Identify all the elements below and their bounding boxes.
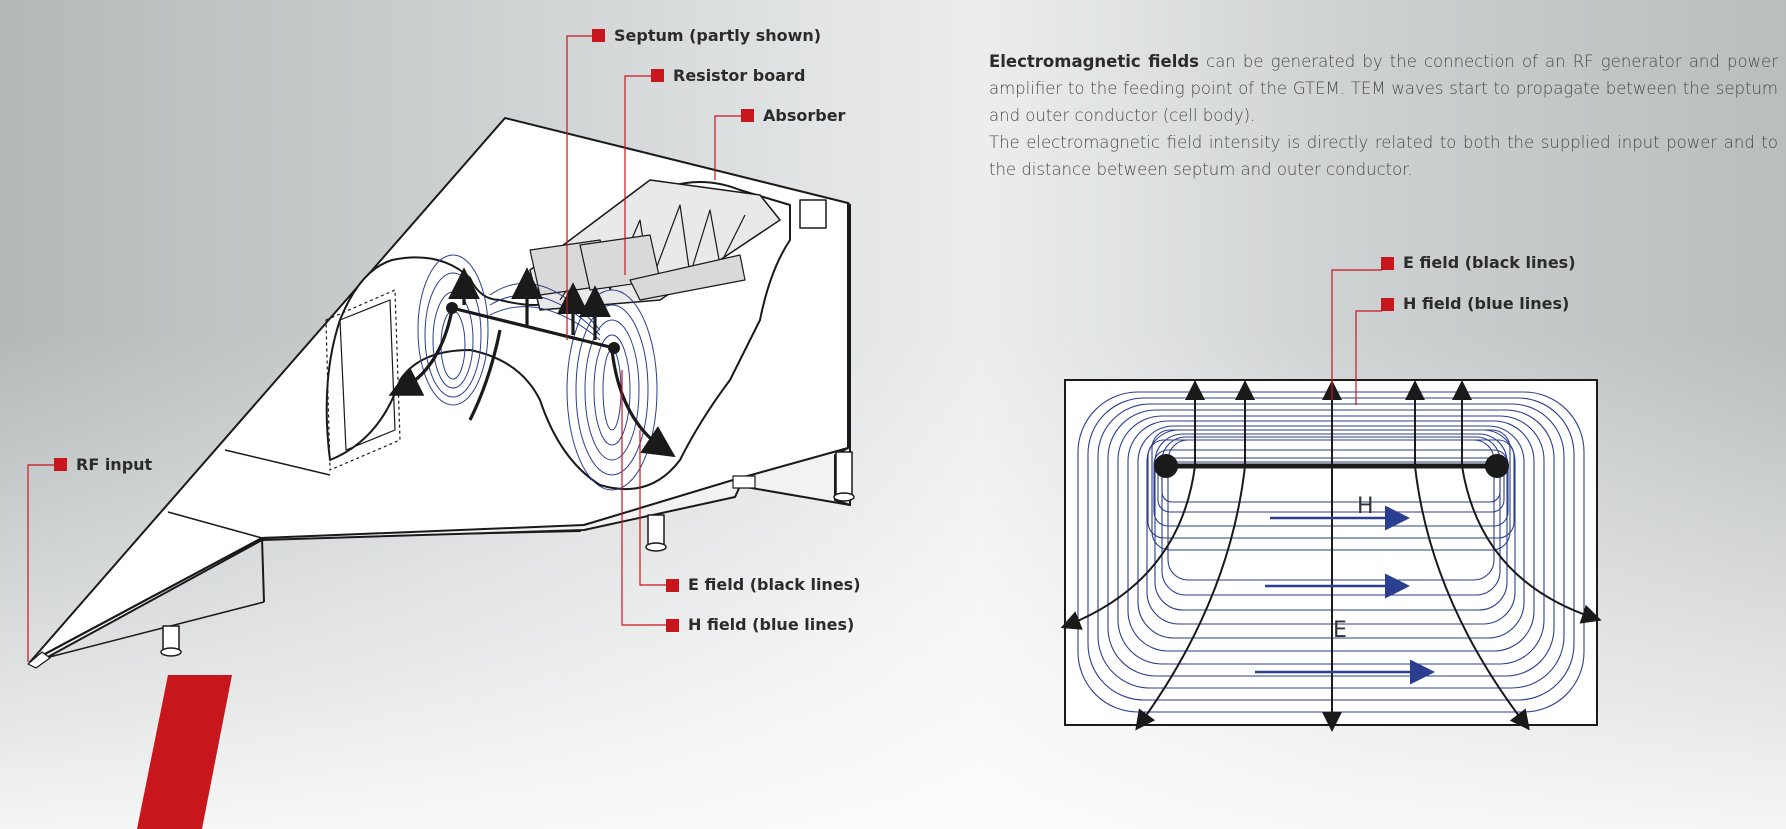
septum-edge-right — [1485, 454, 1509, 478]
rf-input-label: RF input — [76, 455, 153, 474]
h-symbol: H — [1357, 494, 1374, 519]
red-accent-stripe — [137, 675, 232, 829]
e-field-lines-3d — [388, 267, 676, 458]
intro-lead: Electromagnetic fields — [989, 52, 1199, 71]
septum-end-right — [608, 342, 620, 354]
h-field-left-label: H field (blue lines) — [688, 615, 855, 634]
e-field-left-marker — [666, 579, 679, 592]
h-field-right-label: H field (blue lines) — [1403, 294, 1570, 313]
e-symbol: E — [1333, 618, 1347, 643]
h-direction-arrows — [1255, 505, 1435, 685]
e-field-left-label: E field (black lines) — [688, 575, 861, 594]
septum-end-left — [446, 302, 458, 314]
callout-leaders-left — [27, 35, 746, 662]
h-field-left-marker — [666, 619, 679, 632]
rf-input-marker — [54, 458, 67, 471]
callout-leaders-right — [1331, 269, 1382, 405]
cross-section-diagram: H E — [1060, 379, 1602, 732]
e-field-lines-cross-section — [1060, 380, 1602, 732]
intro-paragraph-2: The electromagnetic field intensity is d… — [989, 133, 1778, 179]
h-field-right-marker — [1381, 298, 1394, 311]
absorber-label: Absorber — [763, 106, 846, 125]
absorber-marker — [741, 109, 754, 122]
resistor-board-label: Resistor board — [673, 66, 806, 85]
resistor-board-marker — [651, 69, 664, 82]
intro-text: Electromagnetic fields can be generated … — [989, 48, 1778, 183]
intro-paragraph-1: Electromagnetic fields can be generated … — [989, 48, 1778, 129]
e-field-right-label: E field (black lines) — [1403, 253, 1576, 272]
septum-label: Septum (partly shown) — [614, 26, 822, 45]
intro-sentence-1: can be generated by the connection of an… — [989, 52, 1778, 125]
septum-marker — [592, 29, 605, 42]
septum-edge-left — [1154, 454, 1178, 478]
e-field-right-marker — [1381, 257, 1394, 270]
